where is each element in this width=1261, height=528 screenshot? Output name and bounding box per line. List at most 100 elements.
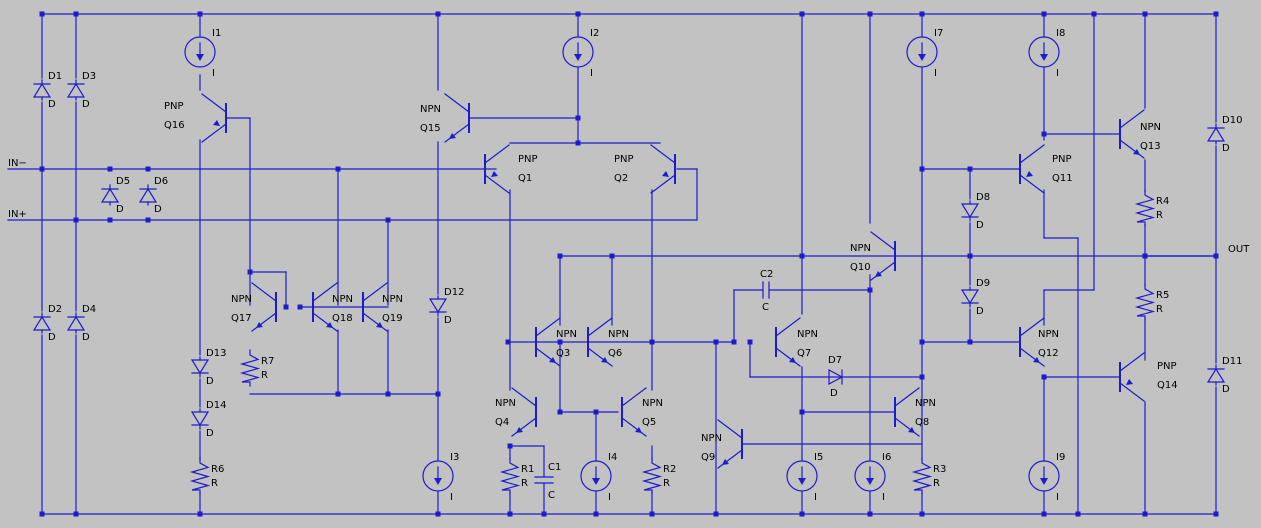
source-value: I <box>590 68 593 79</box>
transistor-designator: Q2 <box>614 173 628 184</box>
diode-model: D <box>976 220 984 231</box>
junction-dot <box>247 269 253 275</box>
resistor-designator: R1 <box>521 464 534 475</box>
junction-dot <box>1041 374 1047 380</box>
transistor-designator: Q4 <box>495 417 509 428</box>
net-label-out: OUT <box>1228 244 1250 255</box>
source-designator: I5 <box>814 452 823 463</box>
capacitor-value: C <box>548 490 555 501</box>
junction-dot <box>197 511 203 517</box>
transistor-designator: Q8 <box>915 417 929 428</box>
transistor-designator: Q17 <box>231 313 252 324</box>
capacitor-value: C <box>762 302 769 313</box>
junction-dot <box>1041 511 1047 517</box>
junction-dot <box>557 339 563 345</box>
transistor-designator: Q3 <box>556 348 570 359</box>
junction-dot <box>541 511 547 517</box>
transistor-q2: PNP Q2 <box>614 144 676 194</box>
transistor-type: PNP <box>614 154 634 165</box>
junction-dot <box>145 166 151 172</box>
junction-dot <box>1041 131 1047 137</box>
resistor-value: R <box>933 478 940 489</box>
diode-designator: D6 <box>154 176 168 187</box>
junction-dot <box>73 217 79 223</box>
junction-dot <box>385 391 391 397</box>
resistor-designator: R6 <box>211 464 224 475</box>
source-value: I <box>934 68 937 79</box>
junction-dot <box>1213 11 1219 17</box>
transistor-type: PNP <box>1157 361 1177 372</box>
diode-model: D <box>206 428 214 439</box>
junction-dot <box>505 339 511 345</box>
junction-dot <box>39 11 45 17</box>
resistor-value: R <box>211 478 218 489</box>
resistor-value: R <box>663 478 670 489</box>
diode-d7: D7D <box>828 355 844 399</box>
transistor-designator: Q18 <box>332 313 353 324</box>
junction-dot <box>867 287 873 293</box>
resistor-r7: R7R <box>239 349 274 387</box>
diode-model: D <box>1222 143 1230 154</box>
junction-dot <box>557 253 563 259</box>
junction-dot <box>967 339 973 345</box>
junction-dot <box>799 253 805 259</box>
junction-dot <box>507 443 513 449</box>
transistor-type: NPN <box>642 398 663 409</box>
transistor-type: NPN <box>420 104 441 115</box>
capacitor-designator: C2 <box>760 269 773 280</box>
transistor-type: NPN <box>332 294 353 305</box>
junction-dot <box>1213 253 1219 259</box>
junction-dot <box>867 11 873 17</box>
junctions <box>39 11 1219 517</box>
junction-dot <box>713 339 719 345</box>
resistor-value: R <box>521 478 528 489</box>
transistor-type: NPN <box>1140 122 1161 133</box>
transistor-type: NPN <box>915 398 936 409</box>
transistor-type: NPN <box>382 294 403 305</box>
diode-designator: D1 <box>48 71 62 82</box>
junction-dot <box>731 339 737 345</box>
junction-dot <box>1041 11 1047 17</box>
source-designator: I6 <box>882 452 891 463</box>
source-value: I <box>608 492 611 503</box>
junction-dot <box>335 166 341 172</box>
source-value: I <box>1056 492 1059 503</box>
resistor-value: R <box>1156 210 1163 221</box>
diode-model: D <box>116 204 124 215</box>
transistor-designator: Q19 <box>382 313 403 324</box>
junction-dot <box>435 511 441 517</box>
junction-dot <box>557 409 563 415</box>
diode-model: D <box>82 332 90 343</box>
diode-model: D <box>1222 384 1230 395</box>
transistor-type: NPN <box>701 433 722 444</box>
junction-dot <box>919 339 925 345</box>
source-designator: I9 <box>1056 452 1065 463</box>
resistor-designator: R4 <box>1156 196 1169 207</box>
diode-model: D <box>48 99 56 110</box>
diode-model: D <box>830 388 838 399</box>
junction-dot <box>919 11 925 17</box>
resistor-value: R <box>261 370 268 381</box>
transistor-designator: Q14 <box>1157 380 1178 391</box>
current-source-i1: I1I <box>184 28 221 79</box>
junction-dot <box>575 115 581 121</box>
current-source-i5: I5I <box>786 452 823 503</box>
junction-dot <box>713 511 719 517</box>
junction-dot <box>1142 511 1148 517</box>
junction-dot <box>335 391 341 397</box>
junction-dot <box>609 253 615 259</box>
junction-dot <box>919 166 925 172</box>
junction-dot <box>107 166 113 172</box>
diode-designator: D4 <box>82 304 96 315</box>
transistor-designator: Q9 <box>701 452 715 463</box>
source-designator: I7 <box>934 28 943 39</box>
junction-dot <box>1075 511 1081 517</box>
resistor-designator: R3 <box>933 464 946 475</box>
transistor-designator: Q16 <box>164 120 185 131</box>
source-value: I <box>1056 68 1059 79</box>
source-value: I <box>814 492 817 503</box>
